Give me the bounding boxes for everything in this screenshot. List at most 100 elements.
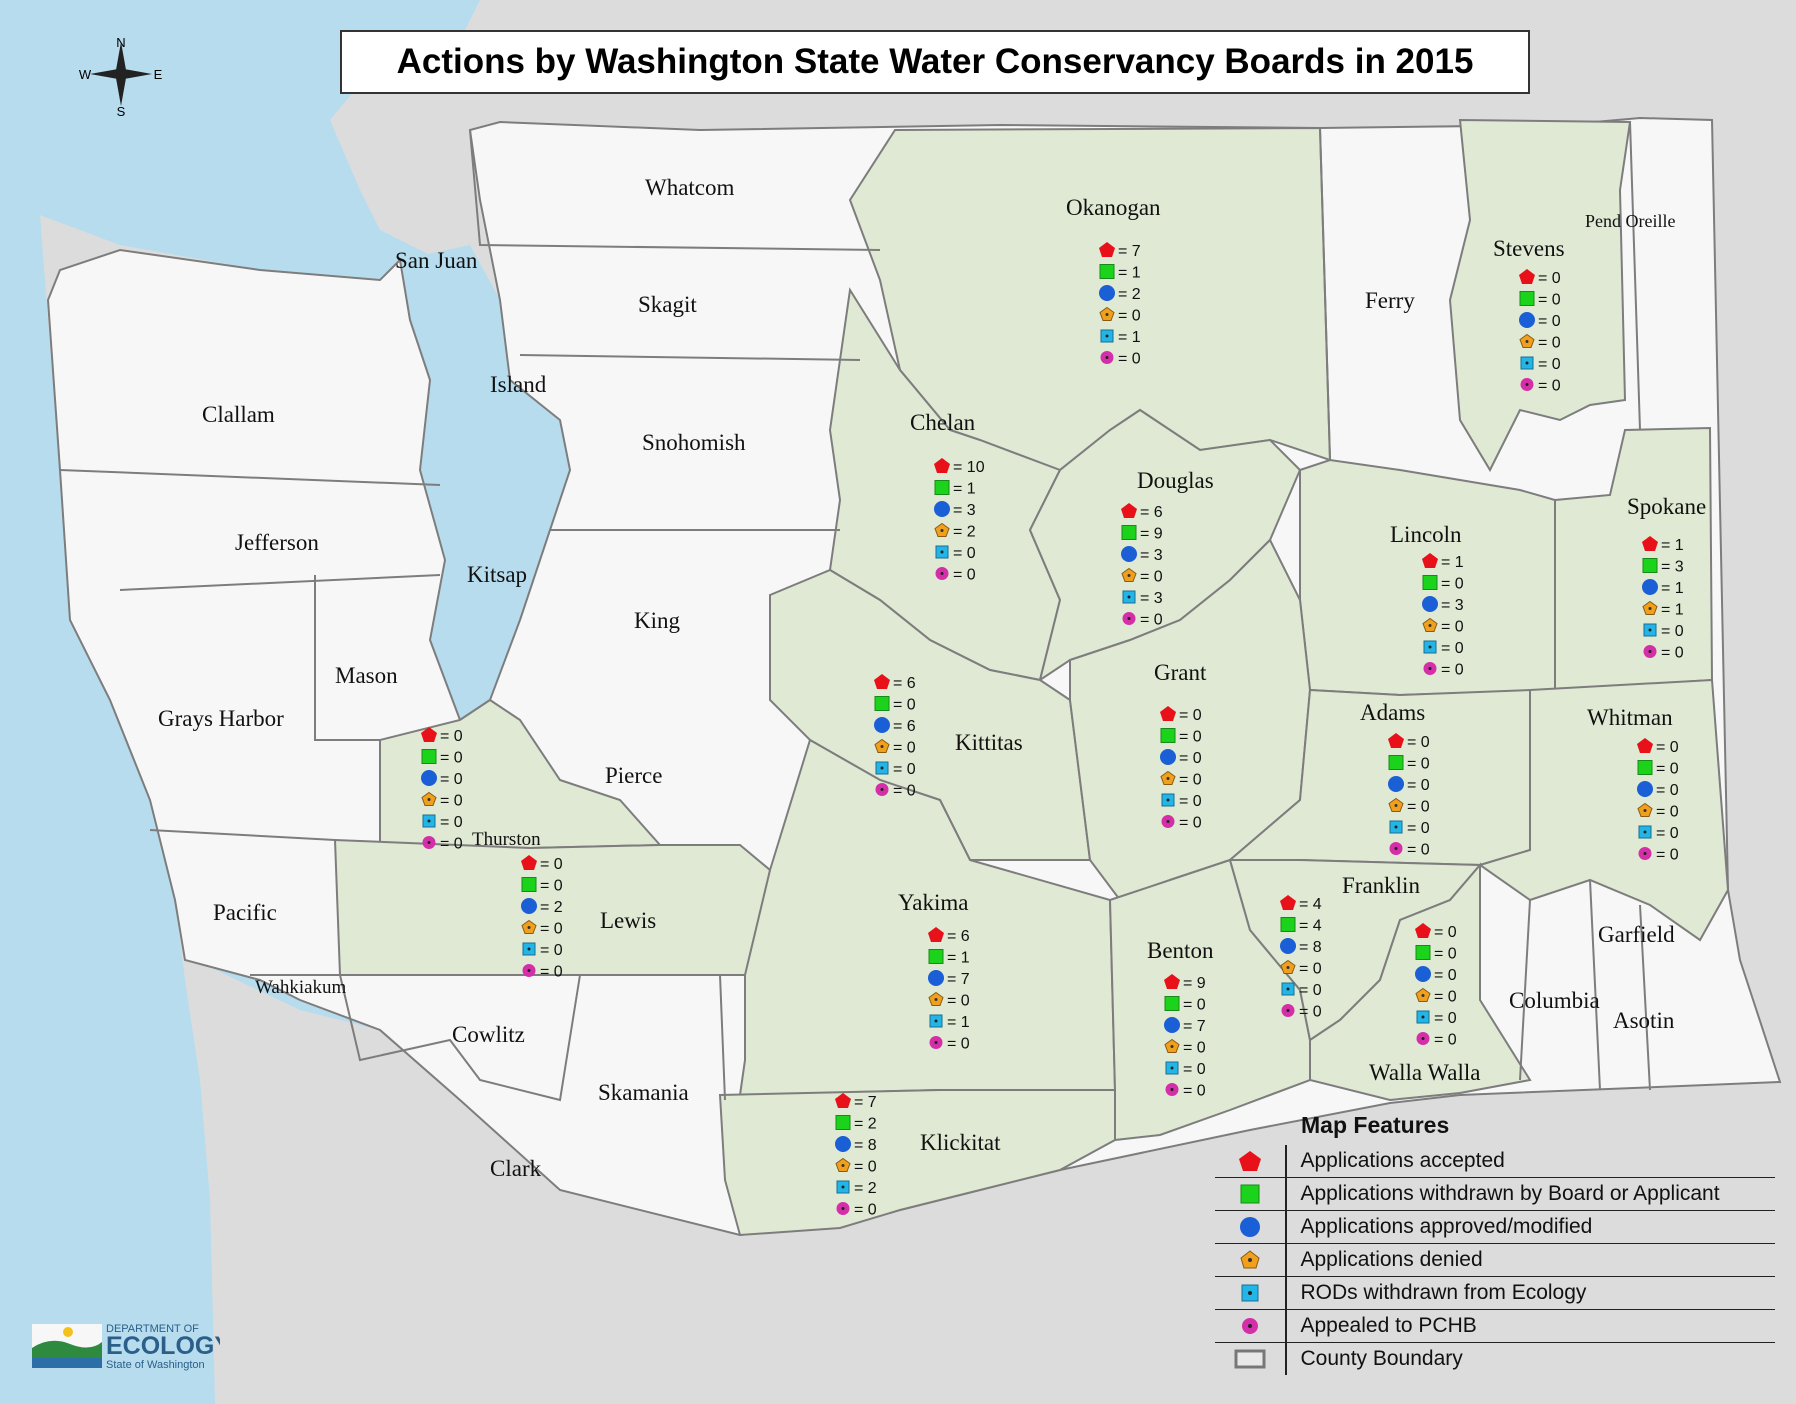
count-value: = 0 — [440, 793, 463, 810]
county-label-king: King — [634, 608, 681, 633]
approved-symbol-icon — [1388, 776, 1404, 792]
green-square-icon — [1240, 1184, 1260, 1204]
count-value: = 0 — [1661, 623, 1684, 640]
rod-symbol-icon — [1520, 356, 1534, 370]
count-value: = 0 — [1434, 924, 1457, 941]
count-value: = 4 — [1299, 896, 1322, 913]
stats-walla-walla: = 0= 0= 0= 0= 0= 0 — [1415, 923, 1457, 1049]
legend-row-denied: Applications denied — [1215, 1244, 1775, 1277]
approved-symbol-icon — [1121, 546, 1137, 562]
count-value: = 0 — [440, 814, 463, 831]
denied-symbol-icon — [934, 522, 950, 537]
count-value: = 0 — [1656, 782, 1679, 799]
approved-symbol-icon — [934, 501, 950, 517]
orange-pentagon-icon — [1240, 1250, 1260, 1269]
withdrawn-symbol-icon — [421, 749, 437, 764]
count-value: = 0 — [1538, 292, 1561, 309]
county-label-klickitat: Klickitat — [920, 1130, 1001, 1155]
county-label-cowlitz: Cowlitz — [452, 1022, 525, 1047]
logo-line2: ECOLOGY — [106, 1332, 220, 1360]
legend-label: Applications denied — [1300, 1248, 1483, 1271]
legend-label: Applications accepted — [1300, 1149, 1505, 1172]
accepted-symbol-icon — [874, 674, 890, 689]
count-value: = 0 — [1538, 356, 1561, 373]
stevens-shape — [1448, 118, 1632, 473]
stats-benton: = 9= 0= 7= 0= 0= 0 — [1164, 974, 1206, 1100]
appealed-symbol-icon — [1416, 1032, 1430, 1045]
count-value: = 0 — [1434, 946, 1457, 963]
denied-symbol-icon — [1121, 567, 1137, 582]
count-value: = 3 — [1661, 559, 1684, 576]
count-value: = 1 — [1118, 329, 1141, 346]
county-label-columbia: Columbia — [1509, 988, 1600, 1013]
rod-symbol-icon — [929, 1014, 943, 1028]
count-value: = 0 — [947, 993, 970, 1010]
count-value: = 3 — [1140, 590, 1163, 607]
accepted-symbol-icon — [1519, 269, 1535, 284]
approved-symbol-icon — [874, 717, 890, 733]
legend-row-withdrawn: Applications withdrawn by Board or Appli… — [1215, 1178, 1775, 1211]
stats-okanogan: = 7= 1= 2= 0= 1= 0 — [1099, 242, 1141, 368]
count-value: = 0 — [540, 856, 563, 873]
legend-row-appealed: Appealed to PCHB — [1215, 1310, 1775, 1343]
denied-symbol-icon — [1519, 333, 1535, 348]
appealed-symbol-icon — [935, 567, 949, 580]
approved-symbol-icon — [835, 1136, 851, 1152]
count-value: = 2 — [540, 899, 563, 916]
county-label-kitsap: Kitsap — [467, 562, 527, 587]
puget-sound — [400, 245, 570, 720]
count-value: = 2 — [854, 1116, 877, 1133]
approved-symbol-icon — [1280, 938, 1296, 954]
whitman-shape — [1477, 678, 1730, 942]
count-value: = 1 — [947, 950, 970, 967]
count-value: = 0 — [1407, 777, 1430, 794]
denied-symbol-icon — [1642, 600, 1658, 615]
count-value: = 0 — [1118, 351, 1141, 368]
denied-symbol-icon — [1160, 770, 1176, 785]
rod-symbol-icon — [1423, 640, 1437, 654]
count-value: = 0 — [1538, 313, 1561, 330]
accepted-symbol-icon — [835, 1093, 851, 1108]
legend-label: Applications withdrawn by Board or Appli… — [1300, 1182, 1720, 1205]
logo-line3: State of Washington — [106, 1359, 205, 1371]
accepted-symbol-icon — [521, 855, 537, 870]
count-value: = 0 — [1179, 750, 1202, 767]
accepted-symbol-icon — [421, 727, 437, 742]
count-value: = 2 — [854, 1180, 877, 1197]
county-label-snohomish: Snohomish — [642, 430, 746, 455]
county-label-skagit: Skagit — [638, 292, 697, 317]
lewis-shape — [333, 838, 772, 976]
count-value: = 3 — [1441, 597, 1464, 614]
stats-stevens: = 0= 0= 0= 0= 0= 0 — [1519, 269, 1561, 395]
count-value: = 0 — [893, 697, 916, 714]
count-value: = 1 — [1118, 265, 1141, 282]
rod-symbol-icon — [1100, 329, 1114, 343]
accepted-symbol-icon — [1164, 974, 1180, 989]
count-value: = 0 — [1183, 1061, 1206, 1078]
count-value: = 8 — [854, 1137, 877, 1154]
appealed-symbol-icon — [1423, 662, 1437, 675]
county-label-grant: Grant — [1154, 660, 1207, 685]
county-label-san-juan: San Juan — [395, 248, 478, 273]
withdrawn-symbol-icon — [874, 696, 890, 711]
count-value: = 0 — [1656, 739, 1679, 756]
rod-symbol-icon — [836, 1180, 850, 1194]
klickitat-shape — [718, 1089, 1116, 1237]
legend-rows: Applications accepted Applications withd… — [1215, 1145, 1775, 1375]
withdrawn-symbol-icon — [1160, 728, 1176, 743]
count-value: = 0 — [1656, 847, 1679, 864]
rod-symbol-icon — [522, 942, 536, 956]
county-label-kittitas: Kittitas — [955, 730, 1023, 755]
stats-kittitas: = 6= 0= 6= 0= 0= 0 — [874, 674, 916, 800]
withdrawn-symbol-icon — [1121, 525, 1137, 540]
accepted-symbol-icon — [1422, 553, 1438, 568]
county-boundary-icon — [1234, 1349, 1266, 1369]
accepted-symbol-icon — [1099, 242, 1115, 257]
approved-symbol-icon — [521, 898, 537, 914]
legend-row-rod: RODs withdrawn from Ecology — [1215, 1277, 1775, 1310]
rod-symbol-icon — [1281, 982, 1295, 996]
appealed-symbol-icon — [1165, 1083, 1179, 1096]
approved-symbol-icon — [1642, 579, 1658, 595]
withdrawn-symbol-icon — [835, 1115, 851, 1130]
count-value: = 0 — [440, 750, 463, 767]
